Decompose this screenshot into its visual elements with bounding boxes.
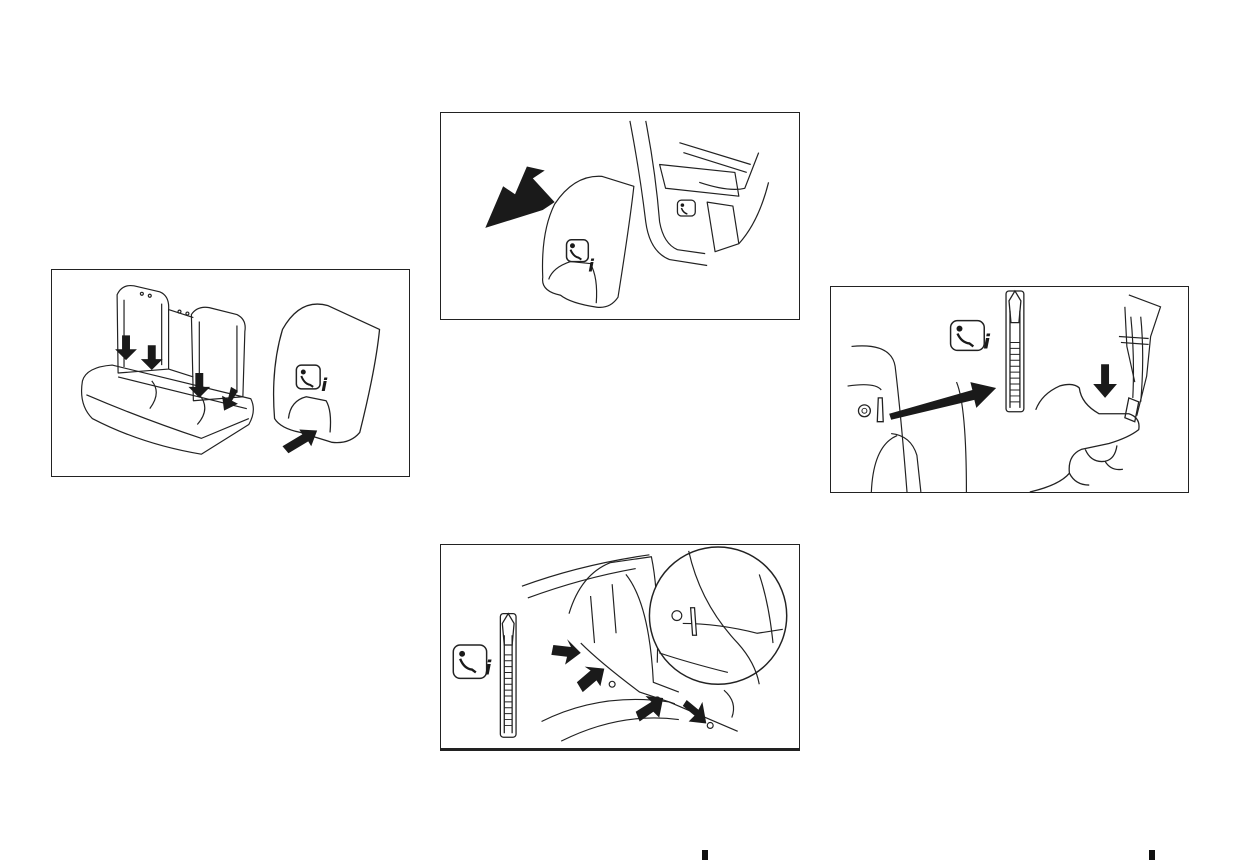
figure-anchor-cover-removal: i (440, 112, 800, 320)
figure-rear-seat-anchors: i (51, 269, 410, 477)
lower-anchor-illustration: i (452, 546, 788, 742)
rear-seat-illustration: i (80, 284, 381, 455)
cover-removal-illustration: i (485, 120, 770, 308)
page-crop-mark-right (1149, 850, 1155, 860)
isofix-info-letter: i (321, 375, 328, 396)
tether-zipper-illustration: i (847, 289, 1162, 492)
page-crop-mark-left (702, 850, 708, 860)
isofix-info-letter: i (485, 656, 492, 679)
isofix-info-letter: i (983, 330, 991, 353)
figure-top-tether-zipper: i (830, 286, 1189, 493)
figure-lower-anchor-locations: i (440, 544, 800, 751)
isofix-info-letter: i (588, 255, 594, 275)
